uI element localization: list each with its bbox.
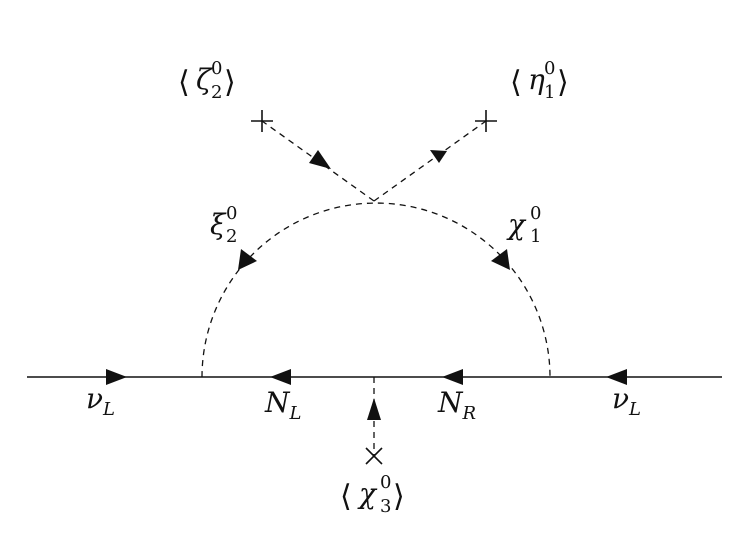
label-chi1-sub: 1 bbox=[530, 226, 541, 247]
arrow-eta bbox=[430, 150, 447, 163]
label-chi3: χ bbox=[357, 477, 378, 510]
vev-cross-top-left bbox=[251, 110, 273, 132]
vev-cross-bottom bbox=[365, 447, 383, 465]
label-nu-right: νL bbox=[612, 382, 641, 420]
label-eta-open: ⟨ bbox=[510, 65, 522, 100]
label-nu-left: νL bbox=[86, 382, 115, 420]
dashed-line-eta bbox=[373, 120, 487, 202]
arrow-chi1 bbox=[491, 249, 510, 270]
label-zeta-close: ⟩ bbox=[224, 65, 236, 100]
label-chi1: χ bbox=[506, 208, 527, 241]
label-xi: ξ bbox=[210, 208, 227, 241]
label-n-l: NL bbox=[264, 386, 301, 424]
label-zeta-sup: 0 bbox=[211, 58, 222, 79]
scalar-loop bbox=[201, 202, 551, 378]
arrow-n-r bbox=[442, 369, 463, 385]
label-eta: η bbox=[528, 63, 545, 96]
arrow-chi3 bbox=[367, 398, 381, 420]
label-chi3-sub: 3 bbox=[380, 496, 391, 517]
label-n-r: NR bbox=[437, 386, 476, 424]
arrow-xi bbox=[238, 249, 257, 270]
label-chi3-sup: 0 bbox=[380, 472, 391, 493]
label-zeta-sub: 2 bbox=[211, 82, 222, 103]
label-zeta: ζ bbox=[196, 63, 213, 96]
label-eta-sup: 0 bbox=[544, 58, 555, 79]
label-zeta-open: ⟨ bbox=[178, 65, 190, 100]
arrow-n-l bbox=[270, 369, 291, 385]
label-xi-sub: 2 bbox=[226, 226, 237, 247]
vev-cross-top-right bbox=[475, 110, 497, 132]
label-eta-sub: 1 bbox=[544, 82, 555, 103]
label-eta-close: ⟩ bbox=[557, 65, 569, 100]
arrow-zeta bbox=[309, 150, 331, 169]
arrow-nu-left bbox=[106, 369, 127, 385]
label-xi-sup: 0 bbox=[226, 203, 237, 224]
label-chi3-open: ⟨ bbox=[340, 479, 352, 514]
label-chi3-close: ⟩ bbox=[393, 479, 405, 514]
arrow-nu-right bbox=[606, 369, 627, 385]
label-chi1-sup: 0 bbox=[530, 203, 541, 224]
